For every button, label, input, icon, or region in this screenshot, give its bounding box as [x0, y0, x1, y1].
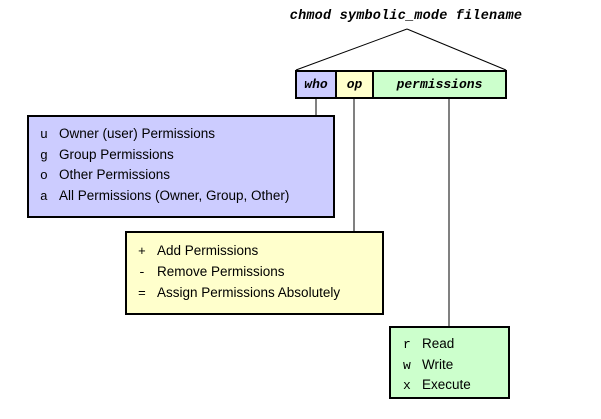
permission-options-box: r Read w Write x Execute [389, 326, 510, 399]
op-option-label: Remove Permissions [157, 264, 285, 279]
op-option-row: - Remove Permissions [138, 264, 382, 285]
permission-option-key: w [403, 357, 411, 373]
op-option-label: Add Permissions [157, 243, 259, 258]
bracket-left-line [295, 28, 408, 71]
permissions-field: permissions [372, 70, 507, 99]
command-syntax: chmod symbolic_mode filename [289, 9, 523, 24]
permission-option-label: Read [422, 336, 455, 351]
who-option-row: a All Permissions (Owner, Group, Other) [40, 188, 333, 209]
who-option-key: a [40, 188, 48, 204]
permission-option-row: r Read [403, 336, 508, 357]
who-option-row: u Owner (user) Permissions [40, 126, 333, 147]
who-field: who [295, 70, 337, 99]
permission-option-row: x Execute [403, 377, 508, 398]
permission-option-label: Execute [422, 377, 471, 392]
bracket-right-line [406, 28, 507, 71]
who-option-label: Other Permissions [59, 167, 171, 182]
who-option-label: All Permissions (Owner, Group, Other) [59, 187, 290, 203]
who-option-row: g Group Permissions [40, 147, 333, 168]
op-option-row: + Add Permissions [138, 243, 382, 264]
op-option-key: - [138, 265, 146, 280]
who-option-label: Group Permissions [59, 146, 174, 162]
op-option-row: = Assign Permissions Absolutely [138, 285, 382, 306]
op-option-key: = [138, 286, 146, 301]
op-option-label: Assign Permissions Absolutely [157, 285, 341, 300]
permission-option-key: r [403, 337, 411, 352]
who-options-box: u Owner (user) Permissions g Group Permi… [27, 115, 335, 218]
who-option-key: g [40, 147, 48, 163]
op-options-box: + Add Permissions - Remove Permissions =… [125, 231, 384, 315]
permission-option-row: w Write [403, 357, 508, 378]
who-option-label: Owner (user) Permissions [59, 126, 216, 141]
who-option-key: u [40, 127, 48, 142]
op-option-key: + [138, 244, 146, 259]
who-option-row: o Other Permissions [40, 167, 333, 188]
who-option-key: o [40, 168, 48, 183]
op-field: op [335, 70, 374, 99]
permission-option-label: Write [422, 356, 454, 372]
permission-option-key: x [403, 378, 411, 393]
